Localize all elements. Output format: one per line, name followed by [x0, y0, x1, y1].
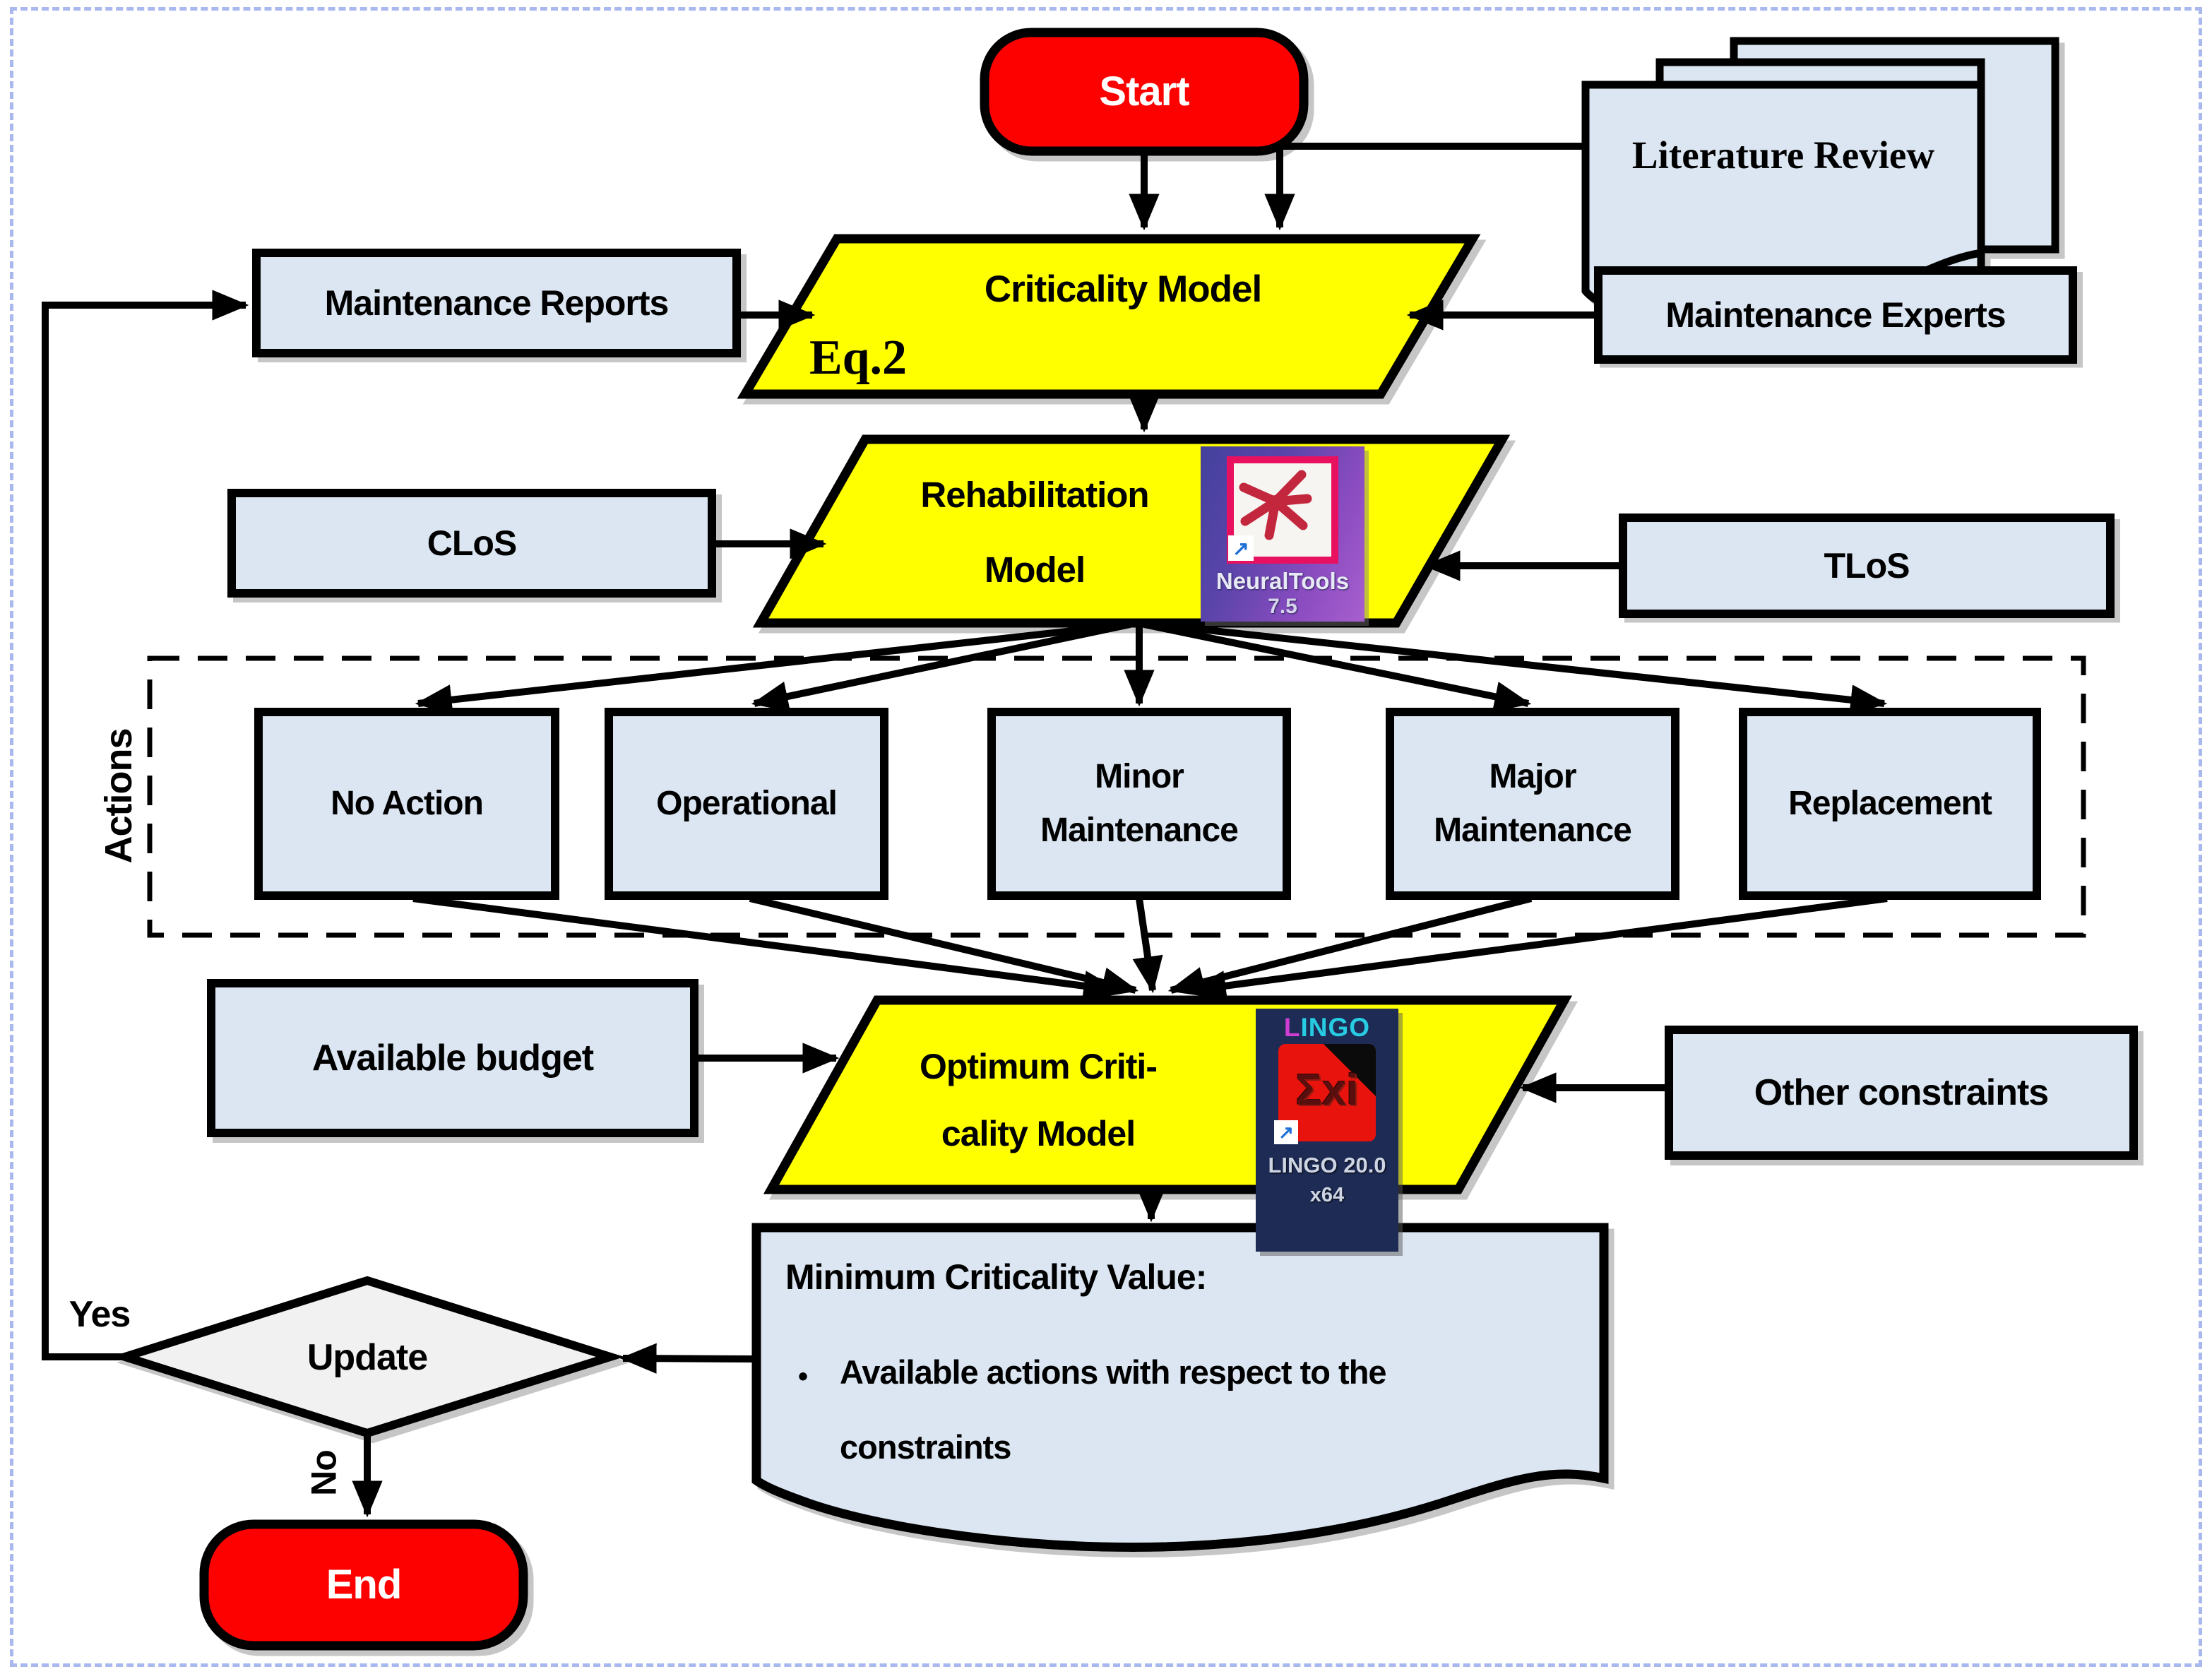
actions-group-label: Actions: [97, 728, 140, 864]
edge-rehab-to-no-action: [415, 621, 1131, 716]
minor-line2: Maintenance: [1040, 812, 1239, 849]
replacement-label: Replacement: [1788, 785, 1992, 823]
no-branch-label: No: [304, 1450, 343, 1496]
optimum-line2: cality Model: [941, 1113, 1136, 1153]
start-shape: [980, 28, 1309, 156]
bullet-dot: •: [798, 1361, 808, 1392]
optimum-line1: Optimum Criti-: [920, 1046, 1158, 1086]
edge-no-action-to-optimum: [412, 895, 1121, 1002]
neuraltools-logo: ↗: [1227, 456, 1338, 564]
edge-operational-to-optimum: [749, 895, 1139, 998]
lingo-triangle-decoration: [1324, 1044, 1376, 1096]
operational-label: Operational: [656, 785, 838, 823]
update-decision-label: Update: [307, 1337, 428, 1379]
operational-shape: [605, 708, 888, 900]
lingo-arch: x64: [1309, 1184, 1345, 1206]
rehabilitation-model-label: Rehabilitation Model: [865, 458, 1204, 607]
available-budget-label: Available budget: [311, 1037, 594, 1079]
neuraltools-star-icon: [1239, 470, 1312, 540]
major-line1: Major: [1489, 758, 1576, 796]
maintenance-reports-label: Maintenance Reports: [324, 283, 670, 323]
major-line2: Maintenance: [1434, 812, 1632, 849]
edge-rehab-to-operational: [751, 621, 1131, 712]
replacement-shape: [1739, 708, 2041, 900]
criticality-model-label: Criticality Model: [984, 268, 1262, 311]
edge-update-yes-to-reports: [42, 290, 249, 1360]
neuraltools-caption: NeuralTools: [1215, 568, 1350, 594]
minor-line1: Minor: [1095, 758, 1184, 796]
shortcut-arrow-icon: ↗: [1228, 535, 1254, 561]
minor-maintenance-label: Minor Maintenance: [992, 712, 1287, 896]
result-document-title: Minimum Criticality Value:: [785, 1257, 1207, 1297]
update-decision-shape: [111, 1276, 625, 1438]
other-constraints-label: Other constraints: [1754, 1072, 2049, 1113]
start-label: Start: [1099, 68, 1189, 114]
rehabilitation-line1: Rehabilitation: [920, 475, 1149, 516]
minor-maintenance-shape: [987, 708, 1291, 900]
edge-major-to-optimum: [1167, 895, 1533, 997]
actions-group-box: [147, 655, 2086, 938]
rehabilitation-line2: Model: [984, 550, 1086, 590]
edge-literature-to-criticality: [1264, 143, 1586, 231]
connector-arrows: [42, 143, 1888, 1518]
end-label: End: [326, 1561, 403, 1608]
edge-replacement-to-optimum: [1189, 895, 1888, 1002]
literature-review-label: Literature Review: [1631, 133, 1935, 177]
lingo-caption: LINGO 20.0: [1268, 1153, 1386, 1177]
lingo-wordmark: LINGO: [1283, 1013, 1371, 1042]
major-maintenance-label: Major Maintenance: [1390, 712, 1675, 896]
neuraltools-icon: ↗ NeuralTools 7.5: [1201, 446, 1364, 622]
edge-result-to-update: [619, 1343, 757, 1374]
edge-rehab-to-replacement: [1154, 621, 1888, 716]
no-action-label: No Action: [331, 785, 484, 823]
other-constraints-shape: [1665, 1026, 2138, 1160]
optimum-model-label: Optimum Criti- cality Model: [833, 1033, 1243, 1167]
lingo-icon: LINGO Σxi ↗ LINGO 20.0 x64: [1256, 1009, 1398, 1252]
lingo-sigma-formula: Σxi: [1295, 1066, 1359, 1115]
lingo-logo: Σxi ↗: [1274, 1044, 1376, 1144]
edge-rehab-to-major: [1143, 621, 1532, 712]
tlos-shape: [1619, 514, 2115, 618]
result-document-shape: [751, 1223, 1609, 1553]
available-budget-shape: [207, 979, 698, 1137]
no-action-shape: [254, 708, 559, 900]
clos-label: CLoS: [427, 523, 518, 563]
result-document-bullet: • Available actions with respect to the …: [798, 1335, 1533, 1504]
maintenance-experts-label: Maintenance Experts: [1665, 295, 2006, 335]
major-maintenance-shape: [1386, 708, 1679, 900]
bullet-text: Available actions with respect to the co…: [840, 1353, 1387, 1466]
maintenance-reports-shape: [252, 249, 741, 357]
yes-branch-label: Yes: [69, 1293, 131, 1335]
clos-shape: [227, 489, 716, 598]
criticality-eq-tag: Eq.2: [809, 330, 908, 385]
shortcut-arrow-icon: ↗: [1274, 1120, 1298, 1144]
edge-minor-to-optimum: [1132, 898, 1163, 994]
criticality-model-shape: [737, 234, 1481, 399]
neuraltools-version: 7.5: [1268, 595, 1297, 618]
end-shape: [199, 1519, 528, 1651]
tlos-label: TLoS: [1824, 546, 1910, 586]
